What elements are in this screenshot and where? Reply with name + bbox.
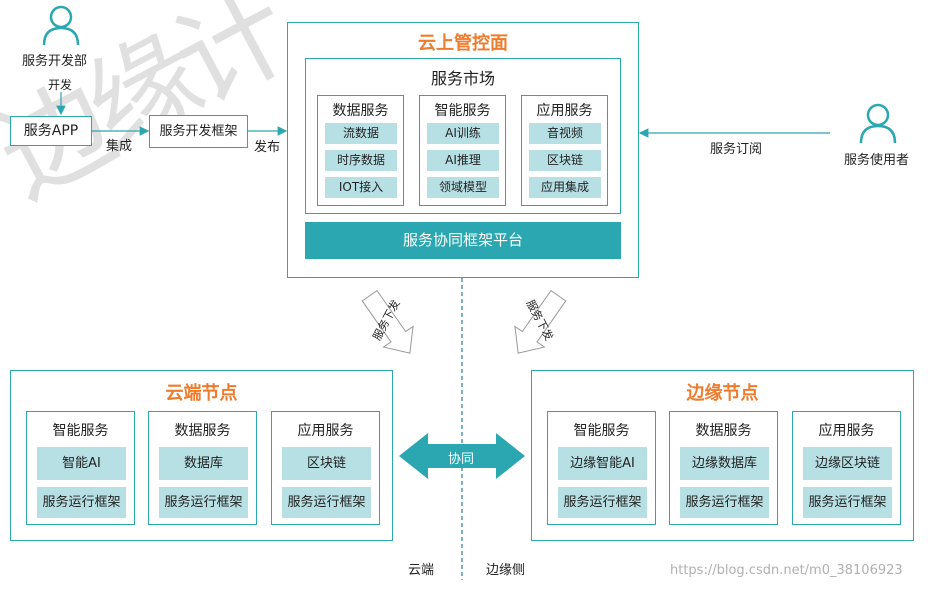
cloud-node-title: 云端节点 — [165, 383, 238, 404]
integrate-label: 集成 — [106, 139, 133, 154]
market-column-data: 数据服务 流数据 时序数据 IOT接入 — [317, 95, 404, 206]
edge-node-title: 边缘节点 — [686, 383, 759, 404]
node-column-title: 应用服务 — [818, 423, 875, 439]
edge-side-label: 边缘侧 — [486, 563, 526, 578]
service-dev-framework-box: 服务开发框架 — [149, 115, 248, 148]
market-column-ai: 智能服务 AI训练 AI推理 领域模型 — [419, 95, 506, 206]
collab-double-arrow — [399, 433, 525, 479]
market-item: IOT接入 — [325, 177, 397, 198]
node-item: 服务运行框架 — [37, 487, 126, 518]
market-column-title: 应用服务 — [536, 103, 593, 119]
market-item: 领域模型 — [427, 177, 499, 198]
cloud-control-title: 云上管控面 — [418, 33, 508, 54]
service-user-label: 服务使用者 — [844, 153, 910, 168]
node-column-title: 智能服务 — [573, 423, 630, 439]
service-app-label: 服务APP — [23, 123, 79, 139]
market-item: 流数据 — [325, 123, 397, 144]
edge-node: 边缘节点 智能服务 边缘智能AI 服务运行框架 数据服务 边缘数据库 服务运行框… — [531, 370, 914, 541]
cloud-node: 云端节点 智能服务 智能AI 服务运行框架 数据服务 数据库 服务运行框架 应用… — [10, 370, 393, 541]
node-item: 区块链 — [282, 447, 371, 480]
market-item: AI推理 — [427, 150, 499, 171]
cloud-node-column-data: 数据服务 数据库 服务运行框架 — [148, 411, 257, 525]
service-collab-platform: 服务协同框架平台 — [305, 222, 621, 259]
node-column-title: 智能服务 — [52, 423, 109, 439]
edge-node-column-ai: 智能服务 边缘智能AI 服务运行框架 — [547, 411, 656, 525]
cloud-control-plane: 云上管控面 服务市场 数据服务 流数据 时序数据 IOT接入 智能服务 AI训练… — [287, 22, 639, 278]
node-item: 服务运行框架 — [680, 487, 769, 518]
node-item: 服务运行框架 — [803, 487, 892, 518]
market-item: 时序数据 — [325, 150, 397, 171]
node-item: 服务运行框架 — [282, 487, 371, 518]
service-market-title: 服务市场 — [430, 69, 495, 88]
node-item: 边缘区块链 — [803, 447, 892, 480]
market-item: 音视频 — [529, 123, 601, 144]
collab-label: 协同 — [448, 452, 475, 467]
edge-node-column-app: 应用服务 边缘区块链 服务运行框架 — [792, 411, 901, 525]
market-item: 区块链 — [529, 150, 601, 171]
market-item: 应用集成 — [529, 177, 601, 198]
service-dev-framework-label: 服务开发框架 — [159, 124, 238, 139]
source-watermark: https://blog.csdn.net/m0_38106923 — [670, 563, 903, 578]
market-column-title: 数据服务 — [332, 103, 389, 119]
developer-dept-label: 服务开发部 — [22, 54, 88, 69]
node-item: 服务运行框架 — [159, 487, 248, 518]
node-item: 数据库 — [159, 447, 248, 480]
edge-node-column-data: 数据服务 边缘数据库 服务运行框架 — [669, 411, 778, 525]
cloud-node-column-app: 应用服务 区块链 服务运行框架 — [271, 411, 380, 525]
node-item: 智能AI — [37, 447, 126, 480]
node-column-title: 数据服务 — [174, 423, 231, 439]
node-column-title: 数据服务 — [695, 423, 752, 439]
cloud-node-column-ai: 智能服务 智能AI 服务运行框架 — [26, 411, 135, 525]
node-item: 边缘智能AI — [558, 447, 647, 480]
publish-label: 发布 — [254, 140, 281, 155]
service-app-box: 服务APP — [10, 116, 92, 146]
distribute-arrow-left — [361, 289, 414, 354]
market-column-app: 应用服务 音视频 区块链 应用集成 — [521, 95, 608, 206]
service-market: 服务市场 数据服务 流数据 时序数据 IOT接入 智能服务 AI训练 AI推理 … — [305, 58, 621, 214]
cloud-side-label: 云端 — [408, 563, 435, 578]
node-item: 边缘数据库 — [680, 447, 769, 480]
market-column-title: 智能服务 — [434, 103, 491, 119]
develop-label: 开发 — [48, 78, 73, 92]
market-item: AI训练 — [427, 123, 499, 144]
node-item: 服务运行框架 — [558, 487, 647, 518]
distribute-arrow-right — [514, 289, 567, 354]
node-column-title: 应用服务 — [297, 423, 354, 439]
subscribe-label: 服务订阅 — [710, 142, 763, 157]
